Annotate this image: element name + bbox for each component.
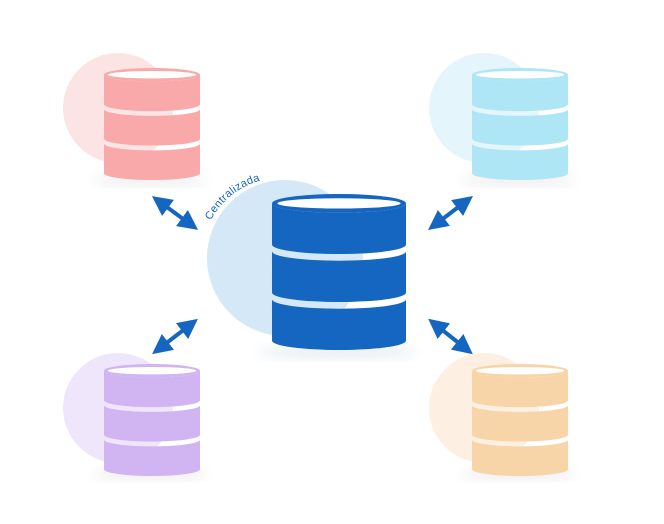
database-icon [272, 194, 406, 350]
database-layer [104, 109, 200, 146]
database-icon [104, 364, 200, 476]
database-layer [272, 251, 406, 303]
database-lid-highlight [107, 71, 197, 79]
database-icon [472, 364, 568, 476]
database-layer [104, 74, 200, 112]
database-icon [472, 68, 568, 180]
database-layer [472, 370, 568, 408]
database-layer [472, 439, 568, 476]
double-arrow-icon [152, 318, 198, 355]
double-arrow-icon [428, 195, 473, 231]
database-layer [472, 405, 568, 442]
database-layer [472, 74, 568, 112]
database-layer [272, 299, 406, 350]
database-layer [104, 439, 200, 476]
database-layer [472, 143, 568, 180]
arrows [151, 195, 473, 355]
database-layer [272, 203, 406, 255]
database-lid-highlight [277, 198, 401, 209]
database-layer [472, 109, 568, 146]
database-layer [104, 143, 200, 180]
database-lid-highlight [475, 367, 565, 375]
database-icon [104, 68, 200, 180]
double-arrow-icon [428, 318, 473, 355]
database-layer [104, 370, 200, 408]
database-layer [104, 405, 200, 442]
database-lid-highlight [107, 367, 197, 375]
double-arrow-icon [151, 196, 199, 230]
database-lid-highlight [475, 71, 565, 79]
